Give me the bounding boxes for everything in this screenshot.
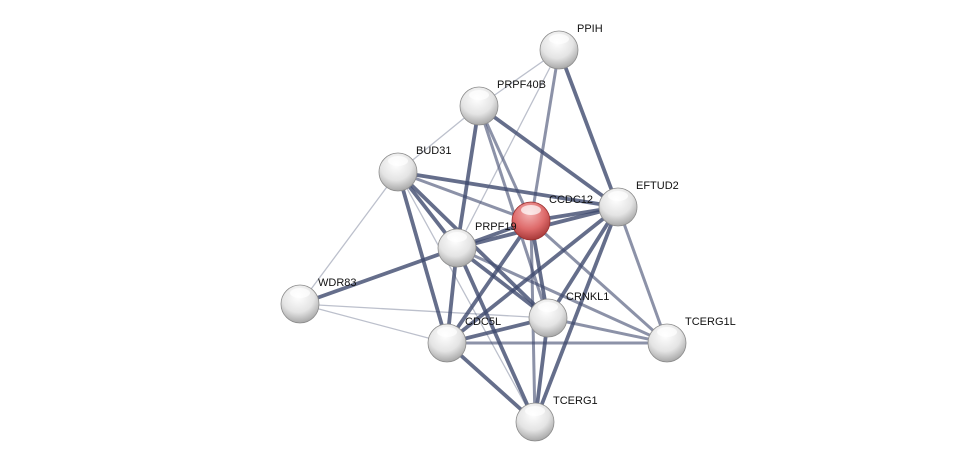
node-label: TCERG1 <box>553 395 598 407</box>
node-label: PPIH <box>577 23 603 35</box>
node-ccdc12[interactable]: CCDC12 <box>511 194 593 241</box>
node-highlight <box>549 34 569 44</box>
node-highlight <box>525 406 545 416</box>
edge-prpf19-tcerg1l[interactable] <box>456 246 668 345</box>
edge-cdc5l-tcerg1[interactable] <box>445 341 537 424</box>
edge-ppih-prpf19[interactable] <box>456 49 560 249</box>
edge-ccdc12-cdc5l[interactable] <box>445 219 533 345</box>
node-label: PRPF40B <box>497 79 546 91</box>
edge-eftud2-tcerg1[interactable] <box>533 206 620 423</box>
node-label: CCDC12 <box>549 194 593 206</box>
node-label: TCERG1L <box>685 316 736 328</box>
edge-prpf19-tcerg1[interactable] <box>455 247 537 423</box>
edge-wdr83-cdc5l[interactable] <box>299 303 448 344</box>
node-label: BUD31 <box>416 145 451 157</box>
edge-prpf40b-ccdc12[interactable] <box>477 105 533 222</box>
node-highlight <box>538 302 558 312</box>
edge-ppih-eftud2[interactable] <box>557 49 620 208</box>
edge-eftud2-crnkl1[interactable] <box>546 205 620 320</box>
edge-bud31-cdc5l[interactable] <box>396 171 449 344</box>
edge-ccdc12-tcerg1l[interactable] <box>529 219 669 345</box>
node-highlight <box>290 288 310 298</box>
node-label: WDR83 <box>318 277 357 289</box>
edge-bud31-tcerg1[interactable] <box>397 171 536 423</box>
node-highlight <box>437 327 457 337</box>
node-eftud2[interactable]: EFTUD2 <box>598 180 679 227</box>
edge-prpf19-wdr83[interactable] <box>299 246 458 306</box>
edge-bud31-ccdc12[interactable] <box>397 170 532 223</box>
node-prpf40b[interactable]: PRPF40B <box>459 79 546 126</box>
edge-prpf40b-prpf19[interactable] <box>455 105 481 249</box>
edge-prpf40b-eftud2[interactable] <box>477 104 620 209</box>
node-tcerg1l[interactable]: TCERG1L <box>647 316 736 363</box>
node-prpf19[interactable]: PRPF19 <box>437 221 517 268</box>
node-highlight <box>521 205 541 215</box>
node-highlight <box>469 90 489 100</box>
node-highlight <box>608 191 628 201</box>
node-highlight <box>447 232 467 242</box>
node-label: PRPF19 <box>475 221 517 233</box>
node-highlight <box>657 327 677 337</box>
edge-eftud2-cdc5l[interactable] <box>445 205 620 345</box>
edge-wdr83-crnkl1[interactable] <box>299 303 549 319</box>
node-label: CDC5L <box>465 316 501 328</box>
node-label: CRNKL1 <box>566 291 609 303</box>
node-highlight <box>388 156 408 166</box>
node-cdc5l[interactable]: CDC5L <box>427 316 501 363</box>
edge-crnkl1-tcerg1l[interactable] <box>547 316 668 345</box>
edge-bud31-eftud2[interactable] <box>397 170 619 209</box>
node-ppih[interactable]: PPIH <box>539 23 603 70</box>
edge-eftud2-tcerg1l[interactable] <box>616 206 669 344</box>
node-tcerg1[interactable]: TCERG1 <box>515 395 598 442</box>
node-wdr83[interactable]: WDR83 <box>280 277 357 324</box>
node-label: EFTUD2 <box>636 180 679 192</box>
node-crnkl1[interactable]: CRNKL1 <box>528 291 609 338</box>
node-bud31[interactable]: BUD31 <box>378 145 451 192</box>
edge-bud31-wdr83[interactable] <box>299 171 399 305</box>
